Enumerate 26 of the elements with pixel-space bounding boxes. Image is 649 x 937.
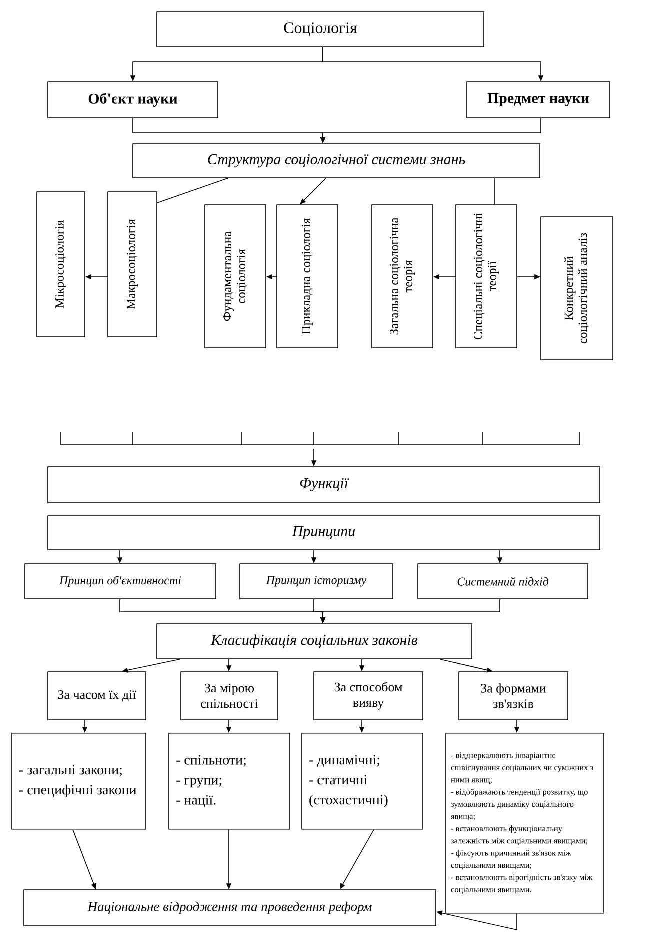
branch-box: Мікросоціологія [36, 192, 86, 338]
branch-box: Загальна соціологічна теорія [372, 204, 434, 348]
section-box: Структура соціологічної системи знань [132, 144, 540, 178]
category-box: За способом вияву [314, 672, 424, 720]
list-box: - загальні закони; - специфічні закони [12, 733, 146, 830]
list-box: - віддзеркалюють інваріантне співіснування соціальних чи суміжних з ними явищ; - відображають тенденції розвитку, що зумовлюють динаміку соціального явища; - встановлюють функціональну залежність між соціальними явищами; - фіксують причинний зв'язок між соціальними явищами; - встановлюють вірогідність зв'язку між соціальними явищами. [446, 733, 604, 914]
list-box: - динамічні; - статичні (стохастичні) [302, 733, 424, 830]
title-box: Соціологія [156, 12, 484, 48]
branch-box: Макросоціологія [108, 192, 158, 338]
heading-box: Об'єкт науки [48, 82, 218, 118]
principle-box: Принцип історизму [240, 564, 394, 600]
section-box: Функції [48, 466, 600, 504]
principle-box: Системний підхід [418, 564, 588, 600]
principle-box: Принцип об'єктивності [24, 564, 216, 600]
branch-box: Конкретний соціологічний аналіз [540, 216, 614, 360]
branch-box: Спеціальні соціологічні теорії [456, 204, 518, 348]
list-box: - спільноти; - групи; - нації. [168, 733, 290, 830]
category-box: За часом їх дії [48, 672, 146, 720]
result-box: Національне відродження та проведення реформ [24, 890, 436, 926]
category-box: За мірою спільності [180, 672, 278, 720]
branch-box: Прикладна соціологія [276, 204, 338, 348]
heading-box: Предмет науки [466, 82, 610, 118]
branch-box: Фундаментальна соціологія [204, 204, 266, 348]
section-box: Принципи [48, 516, 600, 550]
section-box: Класифікація соціальних законів [156, 624, 472, 660]
category-box: За формами зв'язків [458, 672, 568, 720]
